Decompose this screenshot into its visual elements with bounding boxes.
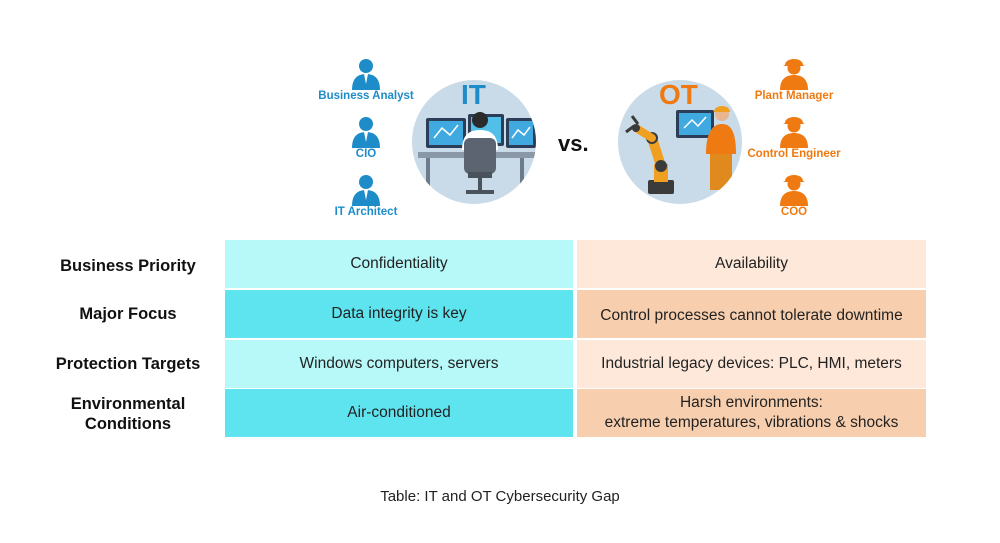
worker-helmet-icon	[780, 175, 808, 206]
ot-cell-environmental-conditions: Harsh environments: extreme temperatures…	[577, 389, 926, 437]
person-icon	[352, 117, 380, 148]
ot-cell-business-priority: Availability	[577, 240, 926, 288]
role-control-engineer: Control Engineer	[734, 114, 854, 160]
it-cell-protection-targets: Windows computers, servers	[225, 340, 573, 388]
role-it-architect: IT Architect	[306, 172, 426, 218]
row-label-protection-targets: Protection Targets	[55, 355, 201, 373]
role-label: Plant Manager	[754, 90, 834, 102]
ot-title: OT	[659, 79, 698, 110]
it-cell-business-priority: Confidentiality	[225, 240, 573, 288]
it-operator-illustration	[412, 80, 536, 204]
ot-cell-major-focus: Control processes cannot tolerate downti…	[577, 290, 926, 338]
role-label: IT Architect	[334, 206, 398, 218]
it-cell-environmental-conditions: Air-conditioned	[225, 389, 573, 437]
role-label: Business Analyst	[318, 90, 414, 102]
vs-label: vs.	[558, 131, 589, 156]
worker-helmet-icon	[780, 59, 808, 90]
role-label: COO	[780, 206, 808, 218]
role-coo: COO	[734, 172, 854, 218]
role-business-analyst: Business Analyst	[306, 56, 426, 102]
role-plant-manager: Plant Manager	[734, 56, 854, 102]
it-title: IT	[461, 79, 486, 110]
robot-arm-illustration	[618, 80, 742, 204]
row-label-environmental-conditions: Environmental Conditions	[70, 395, 186, 433]
role-cio: CIO	[306, 114, 426, 160]
row-label-business-priority: Business Priority	[60, 257, 196, 275]
ot-cell-protection-targets: Industrial legacy devices: PLC, HMI, met…	[577, 340, 926, 388]
it-cell-major-focus: Data integrity is key	[225, 290, 573, 338]
role-label: Control Engineer	[747, 148, 841, 160]
role-label: CIO	[355, 148, 377, 160]
person-icon	[352, 175, 380, 206]
row-label-major-focus: Major Focus	[79, 305, 177, 323]
worker-helmet-icon	[780, 117, 808, 148]
person-icon	[352, 59, 380, 90]
table-caption: Table: IT and OT Cybersecurity Gap	[380, 488, 620, 505]
